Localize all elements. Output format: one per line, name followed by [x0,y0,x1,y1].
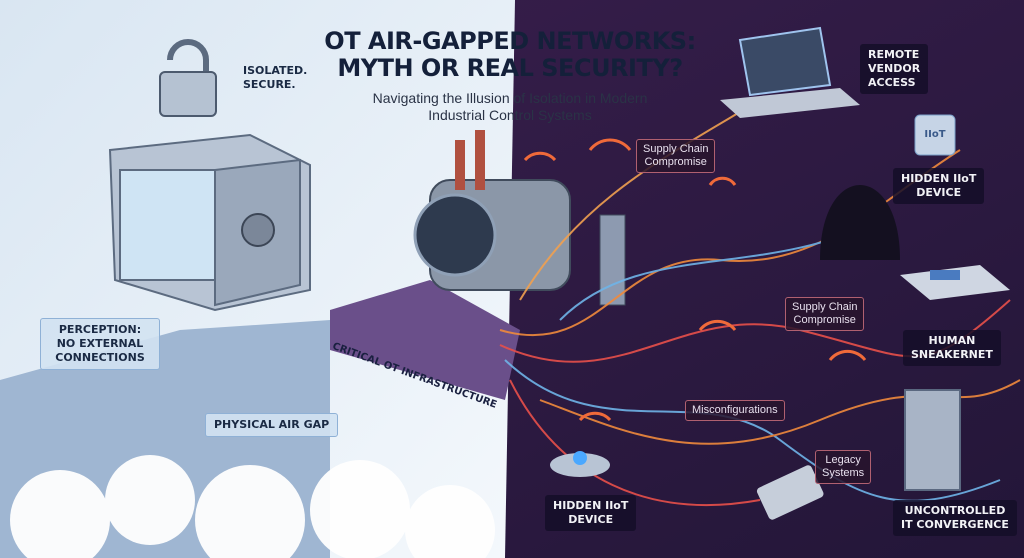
label-line: UNCONTROLLED [904,504,1006,517]
iiot-chip-icon [914,114,956,156]
label-line: IT CONVERGENCE [901,518,1009,531]
label-line: VENDOR [868,62,921,75]
label-line: SNEAKERNET [911,348,993,361]
label-line: REMOTE [868,48,920,61]
label-line: SECURE. [243,78,296,91]
turbine-machine [413,130,626,306]
iiot-chip-text: IIoT [924,129,946,140]
laptop-icon [720,26,860,118]
label-line: HUMAN [928,334,976,347]
tag-line: Systems [822,467,865,479]
label-line: CONNECTIONS [55,351,145,364]
hacker-figure [820,185,900,260]
router-icon [550,451,610,477]
desk-icon [900,265,1010,300]
tag-line: Compromise [644,156,707,168]
misconfigurations-tag: Misconfigurations [685,400,785,421]
wifi-icons [523,138,867,422]
subtitle: Navigating the Illusion of Isolation in … [320,90,700,124]
label-line: DEVICE [916,186,962,199]
safe-vault [108,133,311,312]
subtitle-line: Industrial Control Systems [428,107,592,123]
tag-line: Supply Chain [643,143,709,155]
title-line: MYTH OR REAL SECURITY? [337,54,683,82]
clouds [10,455,495,558]
label-line: HIDDEN IIoT [901,172,977,185]
label-line: HIDDEN IIoT [553,499,629,512]
label-line: ACCESS [868,76,916,89]
padlock-icon [159,39,217,117]
server-rack-icon [904,389,961,491]
physical-air-gap-label: PHYSICAL AIR GAP [205,413,339,437]
usb-drive-icon [756,465,824,520]
label-line: ISOLATED. [243,64,308,77]
subtitle-line: Navigating the Illusion of Isolation in … [372,90,648,106]
tag-line: Legacy [825,454,861,466]
label-line: NO EXTERNAL [56,337,144,350]
label-line: PERCEPTION: [58,323,142,336]
tag-line: Supply Chain [792,301,858,313]
isolated-secure-label: ISOLATED.SECURE. [243,64,307,92]
page-title: OT AIR-GAPPED NETWORKS:MYTH OR REAL SECU… [300,28,720,82]
title-line: OT AIR-GAPPED NETWORKS: [324,27,696,55]
tag-line: Compromise [793,314,856,326]
label-line: DEVICE [568,513,614,526]
